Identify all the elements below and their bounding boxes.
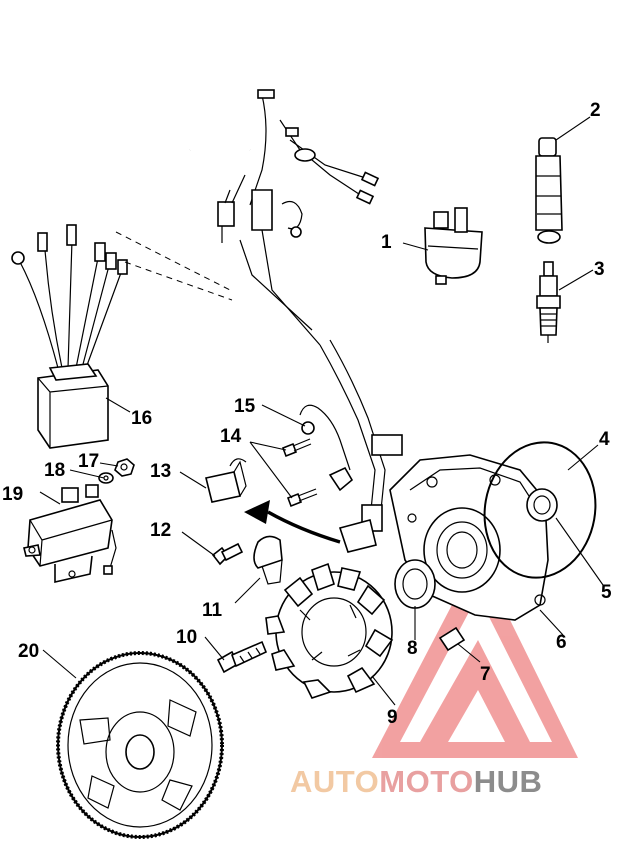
clamp-bracket-part-11 [253,535,283,585]
svg-text:AUTOMOTOHUB: AUTOMOTOHUB [290,764,542,799]
seal-part-5 [526,488,558,522]
callout-5: 5 [601,582,612,603]
callout-3: 3 [594,259,605,280]
watermark-moto: MOTO [379,764,473,799]
stator-cable [319,339,403,553]
pin-part-7 [438,626,466,652]
callout-17: 17 [78,451,99,472]
watermark-text: AUTOMOTOHUB [290,764,542,799]
callout-1: 1 [381,232,392,253]
callout-labels: 1 2 3 4 5 6 7 8 9 10 11 12 13 14 15 16 1… [2,100,612,728]
callout-9: 9 [387,707,398,728]
wiring-harness-top [187,89,380,346]
oil-seal-part-8 [394,559,436,609]
direction-arrow [244,500,341,544]
bolt-part-10 [216,640,268,674]
wire-clamp-part-15 [299,404,354,492]
callout-2: 2 [590,100,601,121]
callout-4: 4 [599,429,610,450]
watermark-hub: HUB [474,764,543,799]
spark-plug-cap-part-2 [464,8,563,244]
callout-6: 6 [556,632,567,653]
starter-solenoid-part-19 [23,484,117,584]
cdi-box-part-16 [11,224,233,449]
pulser-sensor-part-13 [205,458,247,503]
leader-lines [39,116,604,706]
callout-14: 14 [220,426,242,447]
callout-7: 7 [480,664,491,685]
callout-20: 20 [18,641,39,662]
watermark-auto: AUTO [290,764,379,799]
stator-assembly-part-9 [265,562,394,699]
ignition-coil-part-1 [424,118,483,285]
callout-15: 15 [234,396,256,417]
callout-8: 8 [407,638,418,659]
callout-18: 18 [44,460,65,481]
callout-12: 12 [150,520,171,541]
callout-19: 19 [2,484,23,505]
callout-16: 16 [131,408,152,429]
spark-plug-part-3 [536,261,561,343]
flywheel-part-20 [56,651,224,839]
o-ring-part-4 [483,441,597,579]
callout-11: 11 [202,600,223,621]
nut-washer-parts-17-18 [98,458,135,484]
bolt-part-12 [211,542,244,566]
callout-10: 10 [176,627,197,648]
callout-13: 13 [150,461,171,482]
screws-part-14 [281,438,318,508]
